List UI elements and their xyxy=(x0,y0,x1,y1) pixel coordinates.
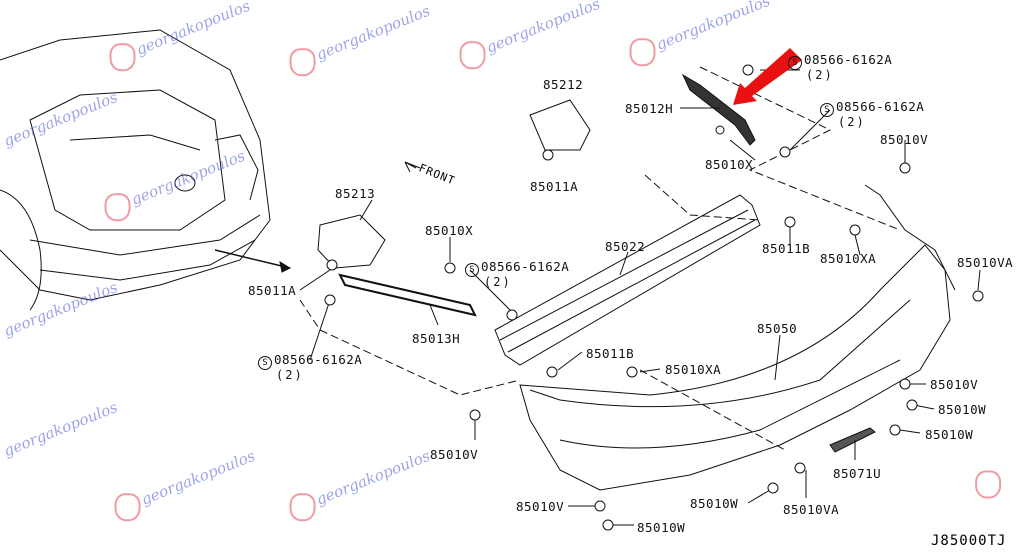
screw-symbol-icon: S xyxy=(465,263,479,277)
fastener-icons xyxy=(324,64,984,531)
part-label-85013H: 85013H xyxy=(412,331,461,346)
part-label-85010X: 85010X xyxy=(425,223,474,238)
bracket-85212 xyxy=(529,99,591,151)
part-label-85011A: 85011A xyxy=(248,283,297,298)
part-label-85010W: 85010W xyxy=(637,520,686,535)
part-label-85010VA: 85010VA xyxy=(957,255,1014,270)
part-label-85071U: 85071U xyxy=(833,466,882,481)
pointer-arrow xyxy=(214,249,291,269)
part-label-85213: 85213 xyxy=(335,186,376,201)
part-label-85010XA: 85010XA xyxy=(820,251,877,266)
bracket-85213 xyxy=(317,214,386,269)
part-label-85012H: 85012H xyxy=(625,101,674,116)
part-label-85011B: 85011B xyxy=(762,241,811,256)
quantity-label: (2) xyxy=(484,275,512,289)
retainer-85013H xyxy=(338,273,477,317)
screw-symbol-icon: S xyxy=(258,356,272,370)
retainer-85012H xyxy=(681,73,756,146)
part-label-85010X: 85010X xyxy=(705,157,754,172)
car-rear-illustration xyxy=(0,29,271,311)
part-label-85010XA: 85010XA xyxy=(665,362,722,377)
quantity-label: (2) xyxy=(276,368,304,382)
bumper-85050 xyxy=(519,184,956,491)
part-label-85011B: 85011B xyxy=(586,346,635,361)
part-label-85050: 85050 xyxy=(757,321,798,336)
part-label-85010W: 85010W xyxy=(938,402,987,417)
reinforcement-85022 xyxy=(494,194,761,366)
part-label-85010V: 85010V xyxy=(516,499,565,514)
diagram-code: J85000TJ xyxy=(931,533,1007,549)
front-direction-arrow xyxy=(404,161,421,173)
screw-symbol-icon: S xyxy=(820,103,834,117)
part-label-85010W: 85010W xyxy=(690,496,739,511)
part-label-85022: 85022 xyxy=(605,239,646,254)
part-label-85011A: 85011A xyxy=(530,179,579,194)
part-label-85010W: 85010W xyxy=(925,427,974,442)
reflector-85071U xyxy=(829,427,876,453)
quantity-label: (2) xyxy=(806,68,834,82)
part-label-85010VA: 85010VA xyxy=(783,502,840,517)
part-label-85212: 85212 xyxy=(543,77,584,92)
part-label-85010V: 85010V xyxy=(430,447,479,462)
part-label-85010V: 85010V xyxy=(930,377,979,392)
part-label-85010V: 85010V xyxy=(880,132,929,147)
highlight-arrow xyxy=(733,48,802,105)
quantity-label: (2) xyxy=(838,115,866,129)
screw-symbol-icon: S xyxy=(788,56,802,70)
dashed-groupings xyxy=(299,66,901,451)
